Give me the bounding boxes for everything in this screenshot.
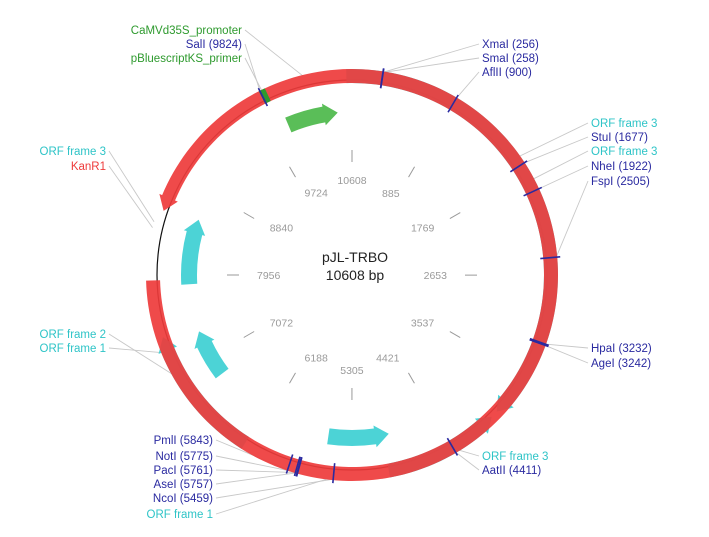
tick-label: 885: [382, 188, 400, 200]
leader-line: [215, 478, 329, 515]
label-orf[interactable]: ORF frame 3: [40, 146, 106, 158]
site-mark-noti[interactable]: [293, 456, 301, 477]
leader-line: [523, 136, 589, 164]
label-site[interactable]: SalI (9824): [186, 39, 242, 51]
tick-mark: [408, 166, 415, 178]
leader-line: [383, 57, 480, 73]
site-mark-ncoi[interactable]: [332, 463, 336, 484]
site-mark-aatii[interactable]: [446, 437, 459, 456]
leader-line: [108, 347, 163, 354]
tick-label: 9724: [305, 188, 329, 200]
label-orf[interactable]: ORF frame 1: [147, 509, 213, 521]
label-site[interactable]: AflII (900): [482, 67, 532, 79]
leader-line: [215, 472, 298, 485]
tick-label: 8840: [270, 223, 294, 235]
tick-mark: [449, 331, 461, 338]
leader-line: [382, 43, 480, 73]
label-primer[interactable]: pBluescriptKS_primer: [131, 53, 242, 65]
leader-line: [544, 344, 589, 364]
tick-label: 7072: [270, 318, 294, 330]
leader-line: [215, 455, 296, 473]
leader-lines: [108, 29, 589, 515]
leader-line: [532, 150, 589, 180]
tick-label: 4421: [376, 352, 400, 364]
tick-label: 6188: [305, 352, 329, 364]
leader-line: [244, 57, 263, 92]
label-site[interactable]: PmlI (5843): [154, 435, 214, 447]
label-site[interactable]: NheI (1922): [591, 161, 652, 173]
label-site[interactable]: PacI (5761): [154, 465, 214, 477]
tick-mark: [449, 212, 461, 219]
tick-mark: [289, 372, 296, 384]
site-mark-hpai[interactable]: [529, 337, 550, 347]
leader-line: [537, 165, 589, 190]
label-site[interactable]: NcoI (5459): [153, 493, 213, 505]
leader-line: [518, 122, 589, 157]
label-site[interactable]: SmaI (258): [482, 53, 539, 65]
label-kan[interactable]: KanR1: [71, 161, 106, 173]
label-orf[interactable]: ORF frame 3: [591, 146, 657, 158]
feature-orf-upper-inner[interactable]: [181, 219, 206, 285]
site-mark-fspi[interactable]: [540, 256, 561, 260]
leader-line: [108, 150, 155, 222]
leader-line: [455, 71, 480, 99]
label-promoter[interactable]: CaMVd35S_promoter: [131, 25, 242, 37]
label-orf[interactable]: ORF frame 2: [40, 329, 106, 341]
feature-orf-left-inner[interactable]: [194, 331, 229, 379]
label-site[interactable]: NotI (5775): [155, 451, 213, 463]
plasmid-name: pJL-TRBO: [322, 249, 388, 265]
tick-mark: [243, 212, 255, 219]
site-mark-agei[interactable]: [529, 338, 549, 348]
label-site[interactable]: HpaI (3232): [591, 343, 652, 355]
plasmid-size: 10608 bp: [326, 267, 385, 283]
leader-line: [458, 449, 480, 457]
site-mark-nhei[interactable]: [523, 186, 543, 197]
site-mark-sali[interactable]: [257, 87, 269, 107]
label-site[interactable]: StuI (1677): [591, 132, 648, 144]
features: [146, 69, 558, 481]
leader-line: [244, 43, 261, 92]
site-mark-paci[interactable]: [295, 456, 303, 477]
leader-line: [244, 29, 304, 77]
site-mark-aflii[interactable]: [447, 94, 459, 113]
site-mark-stui[interactable]: [509, 160, 528, 173]
label-orf[interactable]: ORF frame 3: [482, 451, 548, 463]
restriction-sites: [257, 68, 561, 484]
leader-line: [215, 469, 298, 473]
label-site[interactable]: XmaI (256): [482, 39, 539, 51]
label-site[interactable]: AatII (4411): [482, 465, 541, 477]
leader-line: [108, 165, 153, 228]
tick-label: 5305: [340, 365, 364, 377]
leader-line: [108, 333, 174, 375]
feature-orf-mid[interactable]: [327, 425, 389, 448]
tick-label: 2653: [424, 270, 448, 282]
label-site[interactable]: FspI (2505): [591, 176, 650, 188]
label-site[interactable]: AgeI (3242): [591, 358, 651, 370]
leader-line: [555, 180, 589, 258]
leader-line: [455, 451, 480, 471]
label-orf[interactable]: ORF frame 1: [40, 343, 106, 355]
tick-mark: [408, 372, 415, 384]
tick-mark: [289, 166, 296, 178]
tick-label: 1769: [411, 223, 435, 235]
feature-primer[interactable]: [258, 88, 271, 104]
label-orf[interactable]: ORF frame 3: [591, 118, 657, 130]
tick-label: 7956: [257, 270, 281, 282]
label-site[interactable]: AseI (5757): [154, 479, 214, 491]
site-mark-smai[interactable]: [379, 68, 385, 89]
site-mark-pmli[interactable]: [285, 454, 294, 474]
tick-marks: 885 1769 2653 3537 4421 5305 6188 7072 7956 8840 9…: [227, 150, 478, 401]
tick-mark: [243, 331, 255, 338]
leader-line: [544, 343, 589, 349]
leader-line: [215, 478, 334, 499]
feature-promoter[interactable]: [285, 103, 338, 133]
tick-label: 10608: [337, 175, 366, 187]
tick-label: 3537: [411, 318, 435, 330]
